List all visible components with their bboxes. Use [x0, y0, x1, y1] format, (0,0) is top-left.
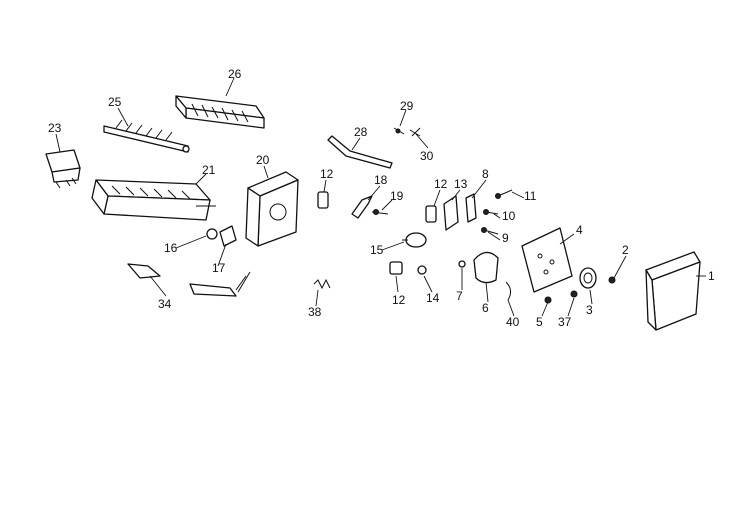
callout-21: 21: [202, 163, 216, 177]
callout-28: 28: [354, 125, 368, 139]
part-30-spring: [409, 127, 421, 137]
callout-labels: 26 25 23 21 20 28 29 30 12 18 19 12 13 8…: [48, 67, 715, 329]
callout-3: 3: [586, 303, 593, 317]
part-7-clip: [458, 260, 466, 268]
part-17-cam: [219, 225, 237, 247]
callout-8: 8: [482, 167, 489, 181]
part-15-motor: [402, 232, 427, 248]
callout-40: 40: [506, 315, 520, 329]
callout-19: 19: [390, 189, 404, 203]
part-20-housing: [245, 171, 299, 247]
callout-18: 18: [374, 173, 388, 187]
part-16-gear: [206, 228, 218, 240]
part-18-lever: [351, 195, 373, 219]
callout-23: 23: [48, 121, 62, 135]
callout-2: 2: [622, 243, 629, 257]
part-2-screw: [608, 276, 616, 284]
callout-17: 17: [212, 261, 226, 275]
callout-9: 9: [502, 231, 509, 245]
leader-lines: [55, 77, 706, 317]
part-29-pin: [393, 127, 405, 135]
callout-20: 20: [256, 153, 270, 167]
callout-38: 38: [308, 305, 322, 319]
part-19-screw: [371, 209, 389, 215]
callout-4: 4: [576, 223, 583, 237]
callout-25: 25: [108, 95, 122, 109]
part-4-mounting-plate: [521, 227, 573, 293]
part-21-mold: [91, 179, 216, 221]
part-38-spring: [313, 278, 331, 290]
part-12-clip-a: [317, 191, 329, 209]
part-28-shutoff-arm: [327, 135, 393, 169]
part-13-plate: [443, 195, 459, 231]
part-12-clip-b: [425, 205, 437, 223]
part-25-ejector: [103, 119, 190, 153]
part-12-clip-c: [389, 261, 403, 275]
part-6-gear-housing: [473, 251, 499, 284]
part-34-fill-cup: [127, 263, 161, 279]
callout-5: 5: [536, 315, 543, 329]
callout-29: 29: [400, 99, 414, 113]
callout-37: 37: [558, 315, 572, 329]
callout-26: 26: [228, 67, 242, 81]
callout-11: 11: [524, 189, 537, 203]
callout-12-a: 12: [320, 167, 334, 181]
part-8-switch: [465, 193, 477, 223]
callout-15: 15: [370, 243, 384, 257]
part-1-cover: [645, 251, 701, 331]
part-26-bracket: [175, 95, 265, 129]
callout-10: 10: [502, 209, 516, 223]
part-40-wire: [505, 281, 512, 301]
callout-1: 1: [708, 269, 715, 283]
part-14-spacer: [417, 265, 427, 275]
callout-12-c: 12: [392, 293, 406, 307]
part-37-screw: [570, 290, 578, 298]
callout-30: 30: [420, 149, 434, 163]
part-11-screw: [495, 189, 513, 199]
part-3-knob: [579, 267, 597, 289]
part-23-thermostat: [45, 149, 81, 189]
callout-14: 14: [426, 291, 440, 305]
callout-16: 16: [164, 241, 178, 255]
callout-13: 13: [454, 177, 468, 191]
part-9-screw: [481, 227, 499, 235]
callout-7: 7: [456, 289, 463, 303]
callout-6: 6: [482, 301, 489, 315]
callout-12-b: 12: [434, 177, 448, 191]
part-10-screw: [483, 209, 499, 215]
callout-34: 34: [158, 297, 172, 311]
wiring-harness: [189, 271, 251, 297]
